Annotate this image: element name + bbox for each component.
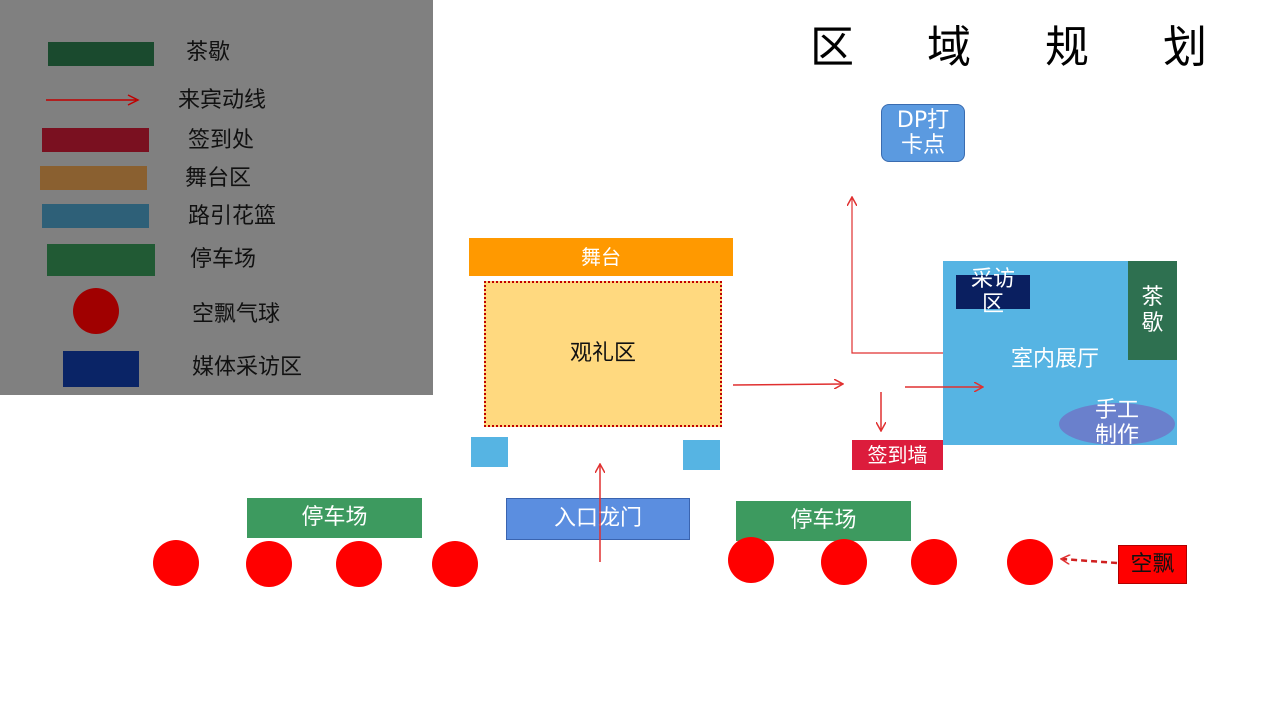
legend-arrow-icon xyxy=(46,94,140,106)
flower-basket-right xyxy=(683,440,720,470)
legend-label-flower-baskets: 路引花篮 xyxy=(188,204,277,229)
viewing-area: 观礼区 xyxy=(484,281,722,427)
stage: 舞台 xyxy=(469,238,733,276)
legend-swatch-signin xyxy=(42,128,149,152)
legend-label-signin: 签到处 xyxy=(188,128,255,153)
legend-label-tea-break: 茶歇 xyxy=(186,40,231,65)
balloon-label-text: 空飘 xyxy=(1130,551,1175,577)
balloon xyxy=(432,541,478,587)
entrance-arch: 入口龙门 xyxy=(506,498,690,540)
stage-label: 舞台 xyxy=(581,244,621,269)
balloon xyxy=(728,537,774,583)
legend-swatch-parking xyxy=(47,244,155,276)
balloon xyxy=(911,539,957,585)
viewing-area-label: 观礼区 xyxy=(569,341,636,367)
flow-arrow-balloons xyxy=(1062,559,1118,563)
flower-basket-left xyxy=(471,437,508,467)
flow-arrow-to-dp xyxy=(852,198,943,354)
title-char: 区 xyxy=(810,22,854,73)
balloon xyxy=(336,541,382,587)
dp-checkin-line2: 卡点 xyxy=(900,133,945,158)
flow-arrow-to-signin xyxy=(732,384,842,385)
parking-right: 停车场 xyxy=(736,501,911,541)
dp-checkin-point: DP打 卡点 xyxy=(881,104,965,162)
title-char: 划 xyxy=(1163,22,1207,73)
signin-wall-label: 签到墙 xyxy=(867,442,928,467)
handcraft-line2: 制作 xyxy=(1094,423,1139,445)
balloon xyxy=(153,540,199,586)
balloon xyxy=(821,539,867,585)
legend-swatch-stage xyxy=(40,166,147,190)
legend-swatch-flower-baskets xyxy=(42,204,149,228)
tea-break-line2: 歇 xyxy=(1141,310,1164,336)
legend-label-parking: 停车场 xyxy=(190,247,257,272)
title-char: 规 xyxy=(1045,22,1089,73)
entrance-arch-label: 入口龙门 xyxy=(553,506,642,532)
dp-checkin-line1: DP打 xyxy=(896,107,950,133)
balloon-label: 空飘 xyxy=(1118,545,1187,584)
signin-wall: 签到墙 xyxy=(852,440,943,470)
interview-line1: 采访 xyxy=(970,267,1015,292)
handcraft-area xyxy=(1059,403,1175,445)
handcraft-line1: 手工 xyxy=(1094,398,1139,423)
legend-swatch-balloon xyxy=(73,288,119,334)
indoor-hall-label: 室内展厅 xyxy=(1011,347,1100,372)
page-title: 区 域 规 划 xyxy=(790,26,1230,86)
legend-swatch-media xyxy=(63,351,139,387)
parking-left-label: 停车场 xyxy=(301,505,368,531)
interview-area xyxy=(956,275,1030,309)
tea-break-line1: 茶 xyxy=(1141,285,1164,311)
handcraft-label: 手工 制作 xyxy=(1087,398,1147,445)
legend-label-stage: 舞台区 xyxy=(185,166,252,191)
legend-label-guest-flow: 来宾动线 xyxy=(178,88,267,113)
legend-panel: 茶歇 来宾动线 签到处 舞台区 路引花篮 停车场 空飘气球 媒体采访区 xyxy=(0,0,433,395)
parking-left: 停车场 xyxy=(247,498,422,538)
tea-break-area: 茶 歇 xyxy=(1128,261,1177,360)
indoor-hall: 采访 区 茶 歇 室内展厅 手工 制作 xyxy=(943,261,1177,445)
balloon xyxy=(1007,539,1053,585)
balloon xyxy=(246,541,292,587)
legend-swatch-tea-break xyxy=(48,42,154,66)
interview-line2: 区 xyxy=(981,292,1004,318)
title-char: 域 xyxy=(927,22,971,73)
parking-right-label: 停车场 xyxy=(790,508,857,534)
legend-label-media: 媒体采访区 xyxy=(192,355,303,380)
legend-label-balloon: 空飘气球 xyxy=(192,302,281,327)
interview-area-label: 采访 区 xyxy=(956,267,1030,318)
